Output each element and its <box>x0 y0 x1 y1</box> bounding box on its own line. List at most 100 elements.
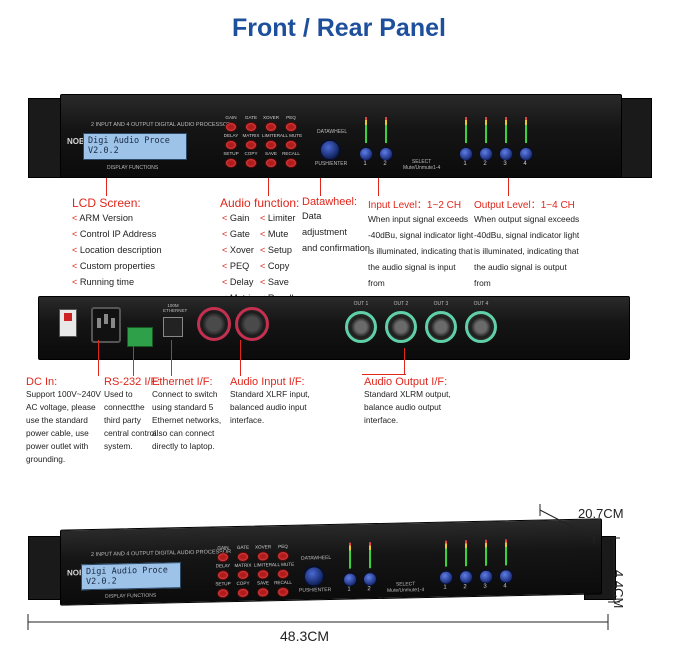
input-level-line-3: the audio signal is input from <box>368 259 474 291</box>
button-label-4: DELAY <box>223 133 239 138</box>
output-mute-button-2[interactable] <box>479 147 493 161</box>
audio-input-line-1: balanced audio input <box>230 401 330 414</box>
audio-output-lines: Standard XLRM output, balance audio outpu… <box>364 388 474 427</box>
datawheel-line-0: Data <box>302 208 374 224</box>
audio-output-text-0: Standard XLRM output, <box>364 389 451 399</box>
input-level-text-0: When input signal exceeds <box>368 214 469 224</box>
audio-function-col1: < Gain< Gate< Xover< PEQ< Delay< Matrix <box>222 210 262 306</box>
device-subtitle: 2 INPUT AND 4 OUTPUT DIGITAL AUDIO PROCE… <box>91 122 232 128</box>
power-switch[interactable] <box>59 309 77 337</box>
rs232-line-2: third party <box>104 414 166 427</box>
button-limiter[interactable] <box>265 140 277 150</box>
bullet-mark: < <box>260 277 268 287</box>
width-dimension: 48.3CM <box>280 628 330 644</box>
input-meter-2 <box>385 117 387 143</box>
output-meter-3 <box>505 117 507 143</box>
input-channel-number-1: 1 <box>363 161 367 167</box>
ethernet-text-0: Connect to switch <box>152 389 218 399</box>
datawheel-knob[interactable] <box>319 139 341 161</box>
dc-in-text-4: power outlet with <box>26 441 89 451</box>
select-sub-text: Mute/Unmute1-4 <box>403 165 441 171</box>
button-label-6: LIMITER <box>261 133 281 138</box>
button-copy[interactable] <box>245 158 257 168</box>
audio-output-line-2: interface. <box>364 414 474 427</box>
ethernet-port <box>163 317 183 337</box>
output-mute-button-4[interactable] <box>519 147 533 161</box>
output-level-lines: When output signal exceeds -40dBu, signal… <box>474 211 584 307</box>
lcd-screen-text-3: Custom properties <box>79 261 155 271</box>
button-label-2: XOVER <box>262 115 280 120</box>
output-level-line-0: When output signal exceeds <box>474 211 584 227</box>
rs232-text-2: third party <box>104 415 141 425</box>
input-mute-button-2[interactable] <box>379 147 393 161</box>
audio-function-b-line-3: < Copy <box>260 258 310 274</box>
rs232-line-1: connectthe <box>104 401 166 414</box>
button-peq[interactable] <box>285 122 297 132</box>
input-level-lines: When input signal exceeds -40dBu, signal … <box>368 211 474 307</box>
output-level-line-2: is illuminated, indicating that <box>474 243 584 259</box>
dc-in-line-2: use the standard <box>26 414 106 427</box>
output-level-text-0: When output signal exceeds <box>474 214 580 224</box>
bullet-mark: < <box>72 277 80 287</box>
connector-line-datawheel <box>320 178 321 196</box>
button-matrix[interactable] <box>245 140 257 150</box>
button-save[interactable] <box>265 158 277 168</box>
lcd-screen-line-2: < Location description <box>72 242 212 258</box>
bullet-mark: < <box>260 261 268 271</box>
button-delay[interactable] <box>225 140 237 150</box>
button-all-mute[interactable] <box>285 140 297 150</box>
audio-function-b-line-4: < Save <box>260 274 310 290</box>
audio-function-a-text-0: Gain <box>229 213 250 223</box>
ethernet-line-0: Connect to switch <box>152 388 234 401</box>
ac-power-inlet <box>91 307 121 343</box>
ethernet-line-3: also can connect <box>152 427 234 440</box>
connector-line-audio-in <box>240 340 241 376</box>
lcd-screen-text-0: ARM Version <box>79 213 134 223</box>
button-gate[interactable] <box>245 122 257 132</box>
dc-in-line-0: Support 100V~240V <box>26 388 106 401</box>
display-functions-label: DISPLAY FUNCTIONS <box>107 165 159 171</box>
output-level-line-1: -40dBu, signal indicator light <box>474 227 584 243</box>
ethernet-line-1: using standard 5 <box>152 401 234 414</box>
bullet-mark: < <box>72 245 80 255</box>
audio-input-text-2: interface. <box>230 415 265 425</box>
bullet-mark: < <box>222 277 230 287</box>
bullet-mark: < <box>72 213 80 223</box>
button-recall[interactable] <box>285 158 297 168</box>
lcd-display: Digi Audio Proce V2.0.2 <box>83 133 187 160</box>
xlr-output-1 <box>345 311 377 343</box>
output-level-text-2: is illuminated, indicating that <box>474 246 579 256</box>
audio-function-b-text-3: Copy <box>267 261 290 271</box>
input-mute-button-1[interactable] <box>359 147 373 161</box>
lcd-line-1: Digi Audio Proce <box>88 136 170 146</box>
rs232-line-0: Used to <box>104 388 166 401</box>
output-jack-label-4: OUT 4 <box>473 301 489 307</box>
bullet-mark: < <box>222 229 230 239</box>
output-mute-button-1[interactable] <box>459 147 473 161</box>
rs232-text-1: connectthe <box>104 402 145 412</box>
button-label-8: SETUP <box>223 151 239 156</box>
input-level-text-1: -40dBu, signal indicator light <box>368 230 474 240</box>
audio-function-a-line-3: < PEQ <box>222 258 262 274</box>
audio-output-text-1: balance audio output <box>364 402 442 412</box>
dc-in-text-1: AC voltage, please <box>26 402 96 412</box>
lcd-screen-line-1: < Control IP Address <box>72 226 212 242</box>
bullet-mark: < <box>222 213 230 223</box>
input-level-line-0: When input signal exceeds <box>368 211 474 227</box>
audio-function-b-text-4: Save <box>267 277 289 287</box>
lcd-screen-text-2: Location description <box>79 245 162 255</box>
button-xover[interactable] <box>265 122 277 132</box>
audio-function-note: Audio function: < Gain< Gate< Xover< PEQ… <box>220 196 310 303</box>
xlr-output-4 <box>465 311 497 343</box>
button-setup[interactable] <box>225 158 237 168</box>
input-level-heading: Input Level：1~2 CH <box>368 200 462 211</box>
ethernet-label: 100M ETHERNET <box>163 303 188 313</box>
button-gain[interactable] <box>225 122 237 132</box>
height-dimension: 4.4CM <box>611 570 626 609</box>
output-channel-number-3: 3 <box>503 161 507 167</box>
output-mute-button-3[interactable] <box>499 147 513 161</box>
